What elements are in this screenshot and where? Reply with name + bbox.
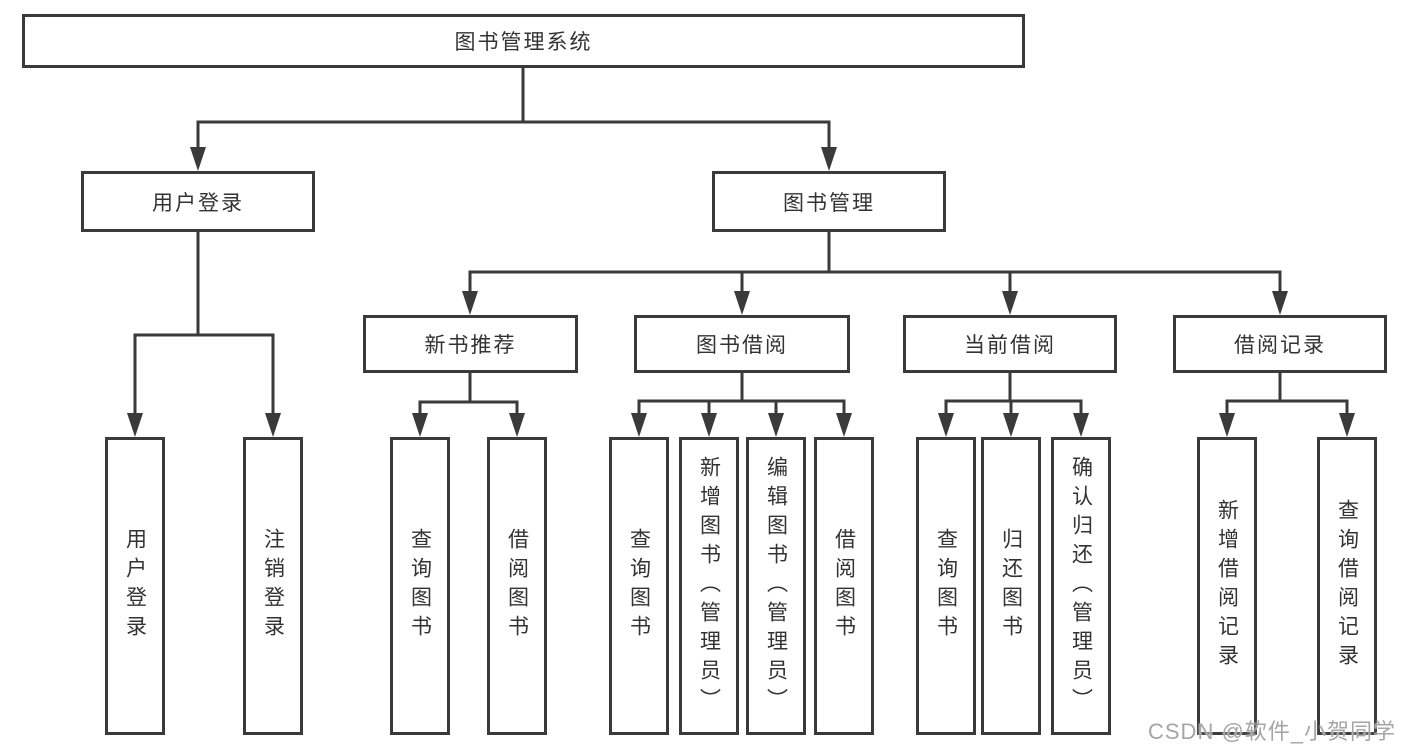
arrow-down-icon (1073, 413, 1089, 437)
connector-book-management-branch (462, 230, 1288, 315)
arrow-down-icon (768, 413, 784, 437)
leaf-confirm-return-admin: 确认归还（管理员） (1051, 437, 1111, 735)
leaf-label: 借阅图书 (505, 528, 529, 644)
connector-root-branch (190, 66, 837, 171)
leaf-label: 查询图书 (408, 528, 432, 644)
leaf-query-books-recommend: 查询图书 (390, 437, 450, 735)
leaf-logout: 注销登录 (243, 437, 303, 735)
leaf-label: 确认归还（管理员） (1069, 455, 1093, 717)
arrow-down-icon (1339, 413, 1355, 437)
node-label: 新书推荐 (424, 334, 517, 357)
connector-new-book-recommend-branch (412, 371, 525, 437)
leaf-label: 编辑图书（管理员） (764, 455, 788, 717)
leaf-label: 查询图书 (627, 528, 651, 644)
node-book-management: 图书管理 (712, 171, 946, 232)
leaf-label: 新增借阅记录 (1215, 499, 1239, 673)
node-current-borrow: 当前借阅 (903, 315, 1117, 373)
leaf-user-login: 用户登录 (105, 437, 165, 735)
arrow-down-icon (1002, 291, 1018, 315)
node-label: 当前借阅 (964, 334, 1056, 357)
leaf-query-borrow-record: 查询借阅记录 (1317, 437, 1377, 735)
arrow-down-icon (412, 413, 428, 437)
arrow-down-icon (821, 147, 837, 171)
leaf-query-books-current: 查询图书 (916, 437, 976, 735)
leaf-label: 注销登录 (261, 528, 285, 644)
leaf-add-borrow-record: 新增借阅记录 (1197, 437, 1257, 735)
node-label: 用户登录 (152, 191, 244, 215)
csdn-watermark: CSDN @软件_小贺同学 (1148, 719, 1397, 744)
leaf-edit-book-admin: 编辑图书（管理员） (746, 437, 806, 735)
node-label: 借阅记录 (1234, 334, 1326, 357)
connector-book-borrow-branch (631, 371, 852, 437)
arrow-down-icon (1219, 413, 1235, 437)
node-user-login: 用户登录 (81, 171, 315, 232)
node-borrow-records: 借阅记录 (1173, 315, 1387, 373)
leaf-borrow-books-recommend: 借阅图书 (487, 437, 547, 735)
leaf-label: 归还图书 (999, 528, 1023, 644)
arrow-down-icon (462, 291, 478, 315)
arrow-down-icon (265, 413, 281, 437)
arrow-down-icon (631, 413, 647, 437)
leaf-label: 借阅图书 (832, 528, 856, 644)
arrow-down-icon (1003, 413, 1019, 437)
connector-user-login-branch (127, 230, 281, 437)
node-label: 图书管理系统 (454, 31, 593, 54)
connector-borrow-records-branch (1219, 371, 1355, 437)
arrow-down-icon (836, 413, 852, 437)
leaf-label: 查询借阅记录 (1335, 499, 1359, 673)
arrow-down-icon (509, 413, 525, 437)
leaf-label: 查询图书 (934, 528, 958, 644)
node-new-book-recommend: 新书推荐 (363, 315, 578, 373)
arrow-down-icon (190, 147, 206, 171)
arrow-down-icon (127, 413, 143, 437)
node-library-management-system: 图书管理系统 (22, 14, 1025, 68)
leaf-add-book-admin: 新增图书（管理员） (679, 437, 739, 735)
node-book-borrow: 图书借阅 (634, 315, 850, 373)
arrow-down-icon (1272, 291, 1288, 315)
leaf-label: 新增图书（管理员） (697, 455, 721, 717)
arrow-down-icon (938, 413, 954, 437)
leaf-return-book: 归还图书 (981, 437, 1041, 735)
connector-current-borrow-branch (938, 371, 1089, 437)
leaf-query-books-borrow: 查询图书 (609, 437, 669, 735)
arrow-down-icon (701, 413, 717, 437)
leaf-borrow-books: 借阅图书 (814, 437, 874, 735)
arrow-down-icon (734, 291, 750, 315)
node-label: 图书管理 (783, 191, 875, 215)
node-label: 图书借阅 (696, 334, 788, 357)
leaf-label: 用户登录 (123, 528, 147, 644)
